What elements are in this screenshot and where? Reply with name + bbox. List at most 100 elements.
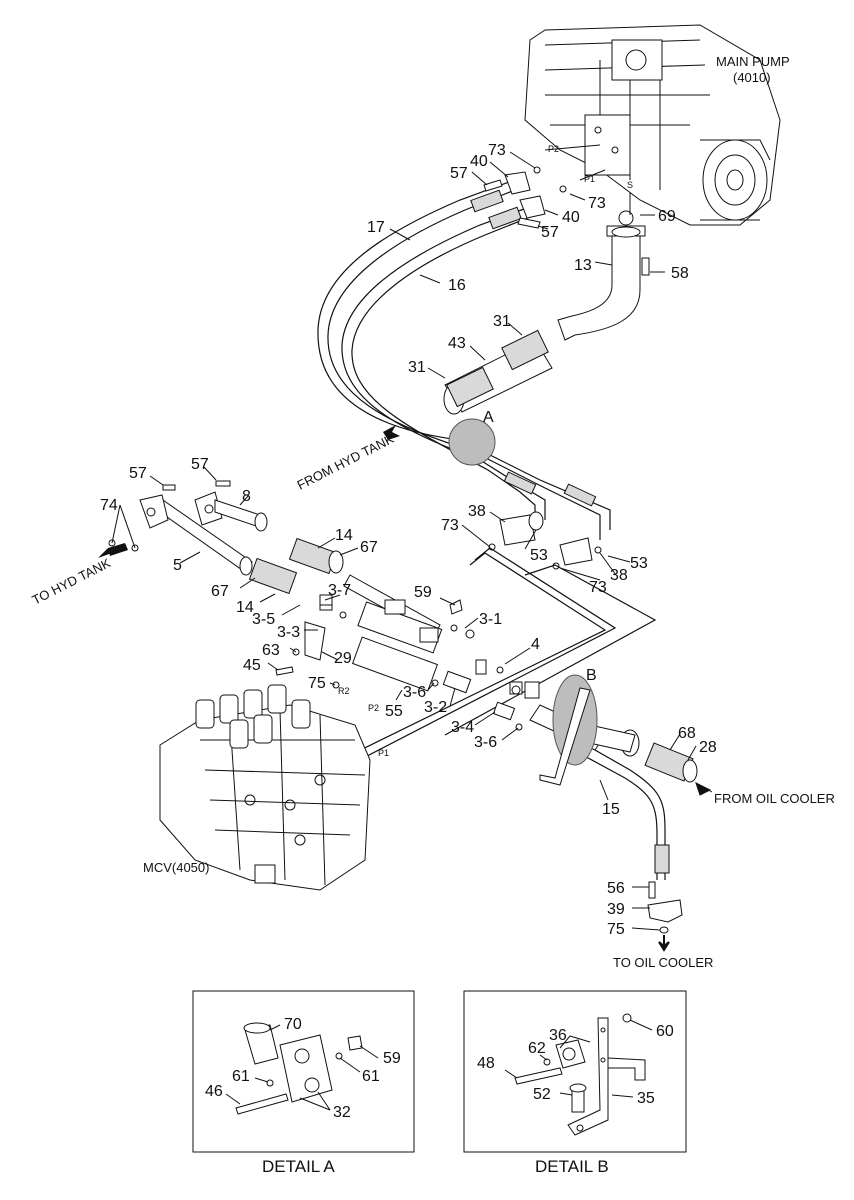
part-label-57: 57	[129, 465, 147, 482]
part-label-15: 15	[602, 801, 620, 818]
part-label-58: 58	[671, 265, 689, 282]
detail-a-label-70: 70	[284, 1016, 302, 1033]
part-label-57: 57	[450, 165, 468, 182]
from-oil-cooler-label: FROM OIL COOLER	[714, 791, 835, 806]
part-label-73: 73	[488, 142, 506, 159]
part-label-73: 73	[441, 517, 459, 534]
detail-b-clamp	[555, 1039, 586, 1069]
mcv-port-p1-label: P1	[378, 748, 389, 758]
part-label-3-2: 3-2	[424, 699, 447, 716]
part-labels: 73 40 57 73 69 40 57 17 13 58 16 31 43 3…	[100, 142, 717, 938]
part-label-38: 38	[468, 503, 486, 520]
part-label-29: 29	[334, 650, 352, 667]
detail-b: 60 36 62 48 52 35 DETAIL B	[463, 990, 687, 1176]
part-label-28: 28	[699, 739, 717, 756]
part-label-31: 31	[408, 359, 426, 376]
part-label-57: 57	[191, 456, 209, 473]
part-label-40: 40	[562, 209, 580, 226]
detail-b-label-62: 62	[528, 1040, 546, 1057]
suction-line	[443, 225, 646, 415]
part-label-53: 53	[530, 547, 548, 564]
detail-b-label-60: 60	[656, 1023, 674, 1040]
part-label-63: 63	[262, 642, 280, 659]
from-oil-cooler-arrow	[695, 782, 713, 796]
part-label-40: 40	[470, 153, 488, 170]
detail-a-label-61: 61	[362, 1068, 380, 1085]
part-label-67: 67	[211, 583, 229, 600]
part-label-45: 45	[243, 657, 261, 674]
pressure-hoses	[317, 177, 611, 540]
part-label-14: 14	[335, 527, 353, 544]
tube-15	[559, 729, 666, 880]
detail-a-label-32: 32	[333, 1104, 351, 1121]
pump-port-block	[584, 114, 631, 176]
part-label-55: 55	[385, 703, 403, 720]
detail-b-frame	[463, 990, 687, 1153]
part-label-5: 5	[173, 557, 182, 574]
part-label-38: 38	[610, 567, 628, 584]
leader-lines	[111, 151, 697, 931]
detail-a-clamp	[279, 1034, 333, 1103]
detail-a-marker	[448, 418, 496, 466]
detail-a-label-59: 59	[383, 1050, 401, 1067]
part-label-17: 17	[367, 219, 385, 236]
part-label-56: 56	[607, 880, 625, 897]
part-label-3-6: 3-6	[474, 734, 497, 751]
part-label-39: 39	[607, 901, 625, 918]
part-label-13: 13	[574, 257, 592, 274]
part-label-53: 53	[630, 555, 648, 572]
detail-b-label-36: 36	[549, 1027, 567, 1044]
part-label-75: 75	[308, 675, 326, 692]
tube-4	[339, 547, 617, 771]
mcv-valve: R2 P2 P1 MCV(4050)	[143, 684, 389, 891]
detail-a-label-46: 46	[205, 1083, 223, 1100]
part-label-3-4: 3-4	[451, 719, 474, 736]
to-oil-cooler-label: TO OIL COOLER	[613, 955, 713, 970]
main-pump-code: (4010)	[733, 70, 771, 85]
part-label-75: 75	[607, 921, 625, 938]
detail-a-frame	[192, 990, 415, 1153]
port-p1-label: P1	[584, 174, 595, 184]
detail-b-label-48: 48	[477, 1055, 495, 1072]
part-label-3-7: 3-7	[328, 582, 351, 599]
detail-a-label-61: 61	[232, 1068, 250, 1085]
main-pump: MAIN PUMP (4010) P2 P1 S	[524, 24, 790, 226]
part-label-57: 57	[541, 224, 559, 241]
part-label-43: 43	[448, 335, 466, 352]
cooler-flange	[647, 881, 683, 934]
part-label-31: 31	[493, 313, 511, 330]
pump-regulator	[611, 39, 663, 81]
part-label-67: 67	[360, 539, 378, 556]
detail-a: 70 59 61 61 46 32 DETAIL A	[192, 990, 415, 1176]
detail-b-label-35: 35	[637, 1090, 655, 1107]
main-pump-label: MAIN PUMP	[716, 54, 790, 69]
ref-b-label: B	[586, 667, 597, 684]
from-hyd-tank-arrow	[383, 425, 400, 440]
flow-arrows	[98, 425, 713, 952]
mcv-port-r2-label: R2	[338, 686, 350, 696]
part-label-16: 16	[448, 277, 466, 294]
part-label-68: 68	[678, 725, 696, 742]
to-oil-cooler-arrow	[658, 935, 670, 952]
pump-flange	[702, 139, 768, 221]
ref-a-label: A	[483, 409, 494, 426]
port-s-label: S	[627, 180, 633, 190]
part-label-3-3: 3-3	[277, 624, 300, 641]
part-label-69: 69	[658, 208, 676, 225]
detail-b-bracket	[567, 1017, 609, 1136]
detail-b-title: DETAIL B	[535, 1157, 609, 1176]
part-label-59: 59	[414, 584, 432, 601]
detail-a-title: DETAIL A	[262, 1157, 335, 1176]
part-label-14: 14	[236, 599, 254, 616]
hardware	[108, 166, 650, 731]
mcv-label: MCV(4050)	[143, 860, 209, 875]
part-label-3-5: 3-5	[252, 611, 275, 628]
to-hyd-tank-arrow	[98, 543, 128, 558]
part-label-3-6: 3-6	[403, 684, 426, 701]
part-label-8: 8	[242, 488, 251, 505]
to-hyd-tank-label: TO HYD TANK	[30, 555, 114, 608]
detail-b-label-52: 52	[533, 1086, 551, 1103]
part-label-74: 74	[100, 497, 118, 514]
part-label-73: 73	[589, 579, 607, 596]
